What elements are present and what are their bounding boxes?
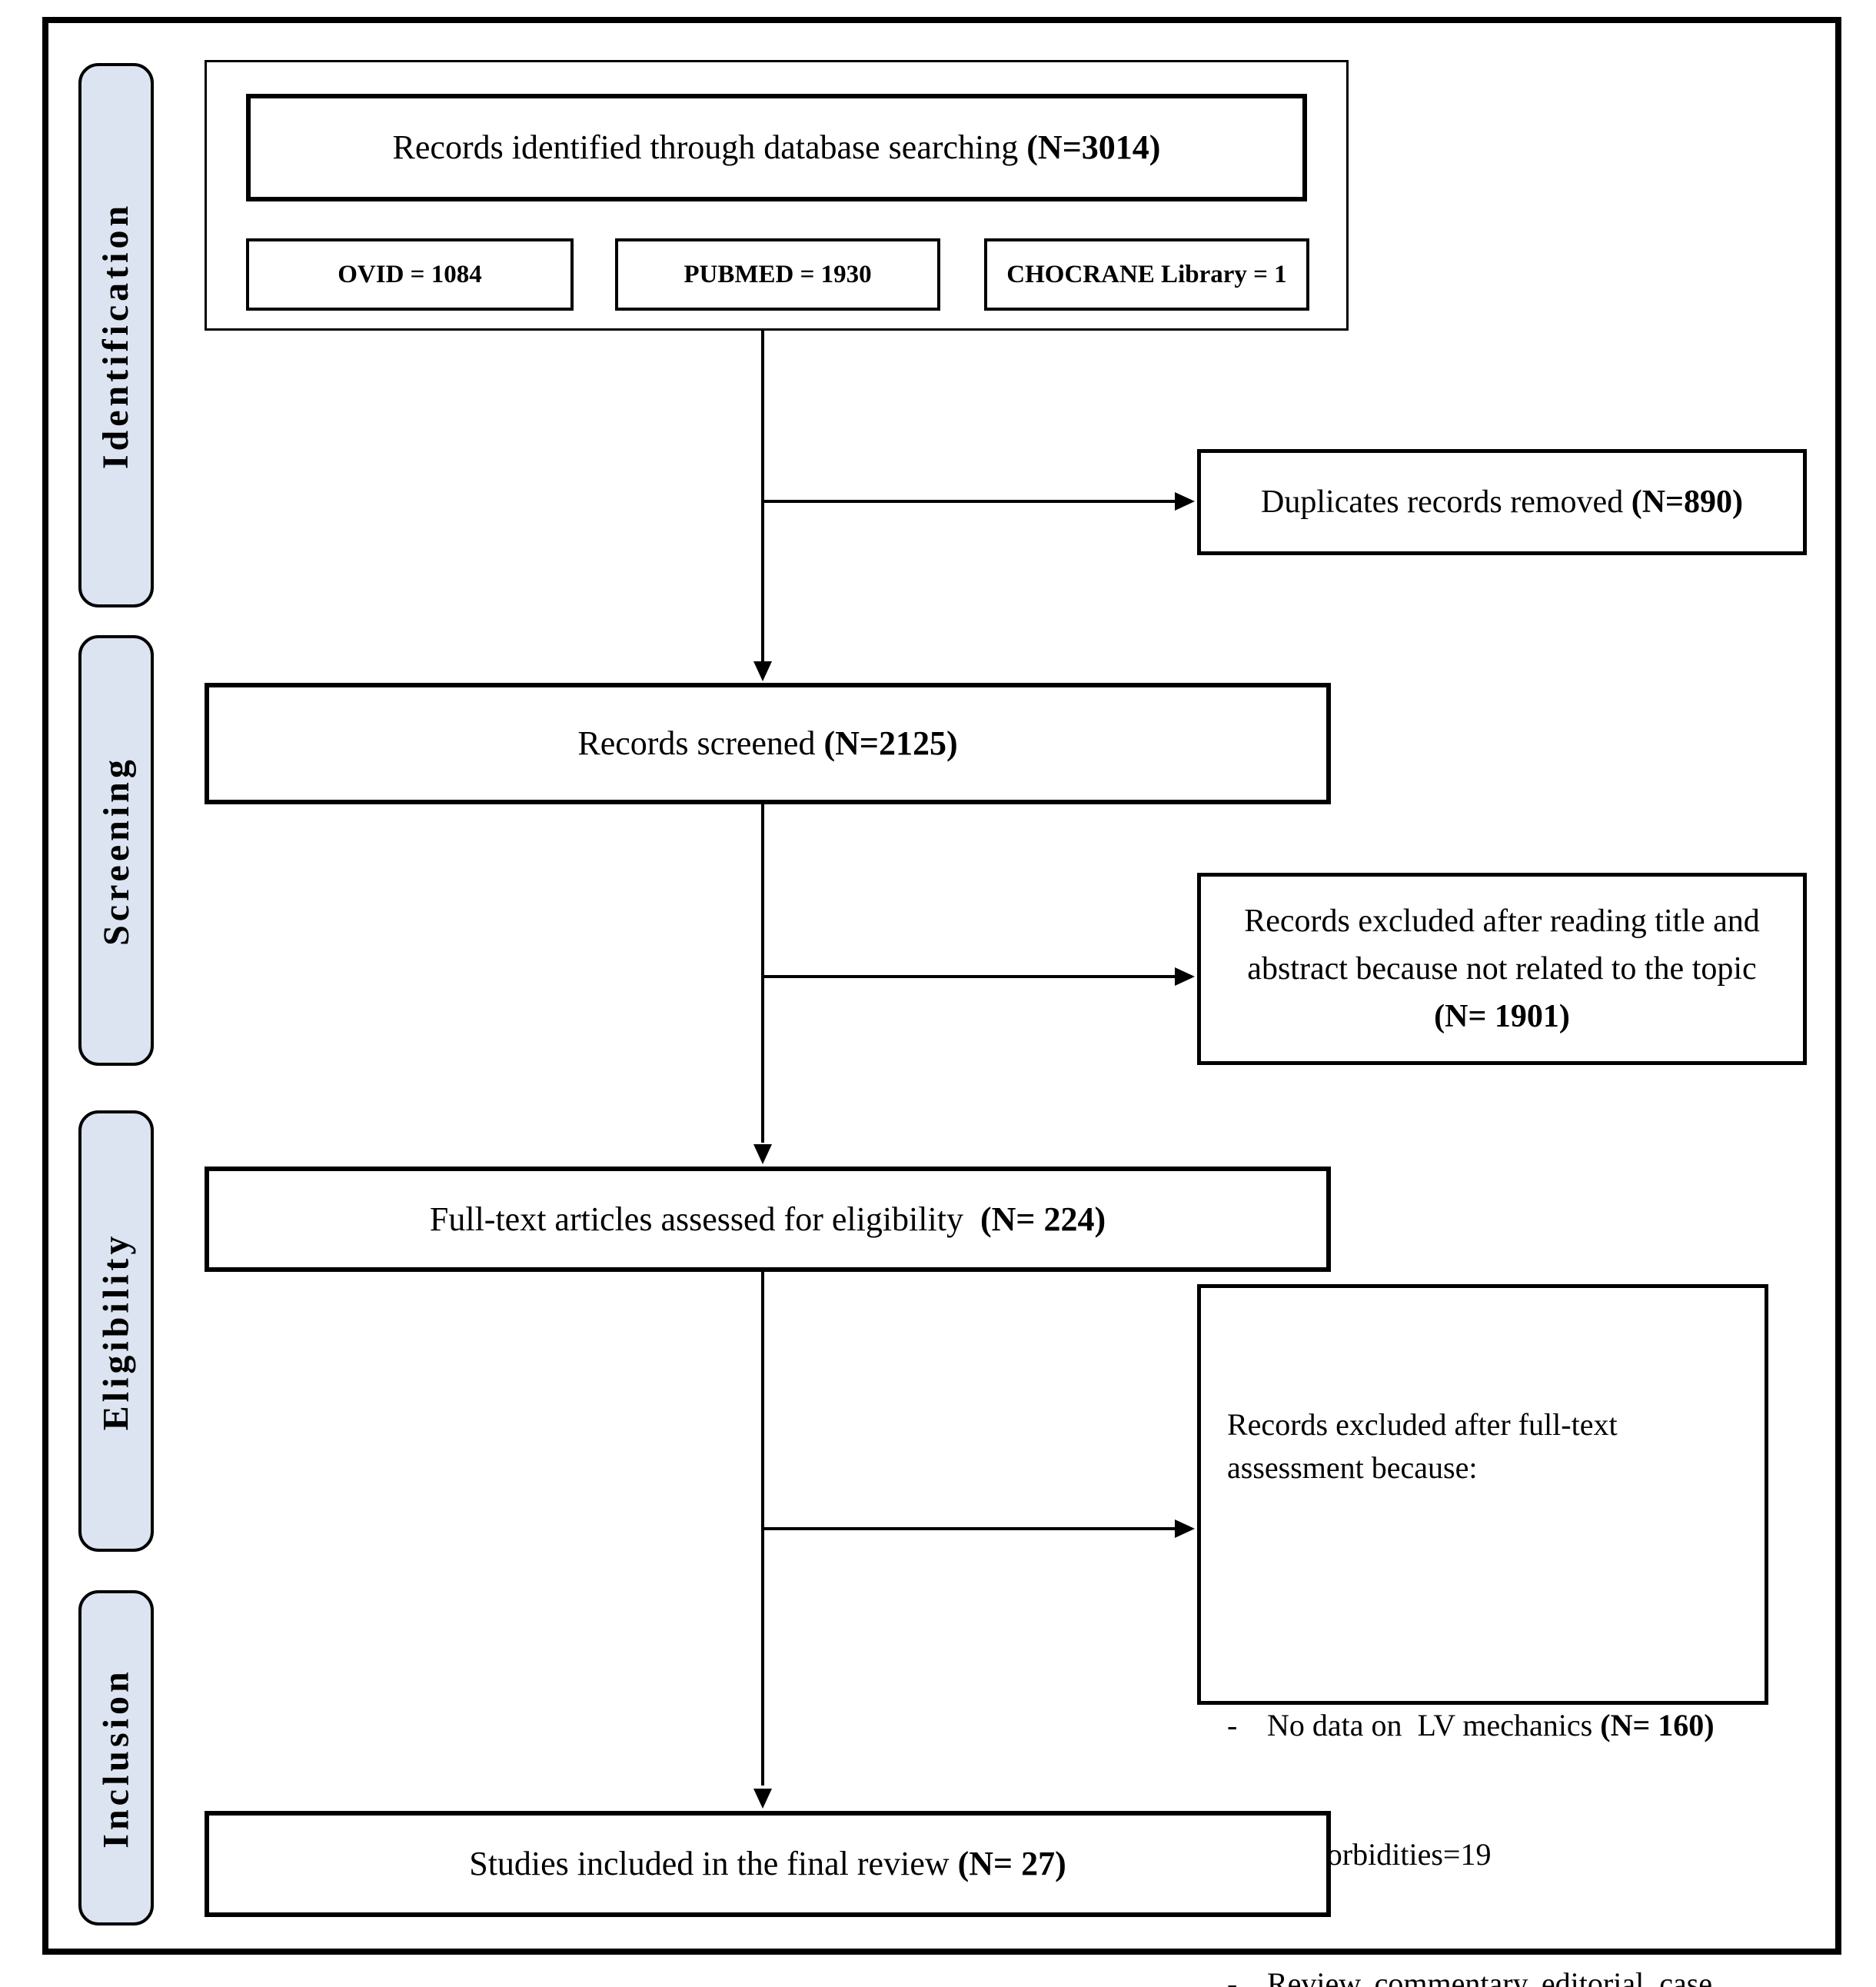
source-ovid-box: OVID = 1084	[246, 238, 574, 311]
source-cochrane-text: CHOCRANE Library = 1	[1006, 260, 1287, 288]
flow-line-screened-to-fulltext	[761, 804, 764, 1143]
arrowhead-into-excluded-fulltext	[1175, 1519, 1195, 1538]
arrowhead-into-fulltext	[753, 1144, 772, 1164]
stage-identification-label: Identification	[95, 201, 137, 469]
figure-border	[42, 17, 1841, 1955]
records-screened-text: Records screened (N=2125)	[577, 724, 958, 763]
arrowhead-into-excluded-screening	[1175, 967, 1195, 986]
stage-inclusion-label: Inclusion	[95, 1667, 137, 1849]
arrowhead-into-included	[753, 1789, 772, 1809]
duplicates-removed-text: Duplicates records removed (N=890)	[1261, 484, 1743, 520]
excluded-screening-box: Records excluded after reading title and…	[1197, 873, 1807, 1065]
stage-screening-label: Screening	[95, 755, 137, 946]
source-pubmed-box: PUBMED = 1930	[615, 238, 940, 311]
stage-identification: Identification	[78, 63, 154, 607]
source-pubmed-text: PUBMED = 1930	[684, 260, 872, 288]
excluded-bullet-lv-mechanics: - No data on LV mechanics (N= 160)	[1227, 1704, 1743, 1747]
arrowhead-into-duplicates	[1175, 492, 1195, 511]
bullet-dash: -	[1227, 1708, 1238, 1742]
excluded-screening-text: Records excluded after reading title and…	[1244, 903, 1768, 1035]
flow-line-to-excluded-fulltext	[763, 1527, 1175, 1530]
stage-inclusion: Inclusion	[78, 1590, 154, 1925]
arrowhead-into-screened	[753, 661, 772, 681]
stage-screening: Screening	[78, 635, 154, 1066]
excluded-bullet-review-types: - Review, commentary, editorial, case re…	[1227, 1962, 1743, 1987]
excluded-fulltext-heading: Records excluded after full-text assessm…	[1227, 1407, 1625, 1485]
excluded-fulltext-bullets: - No data on LV mechanics (N= 160) - Com…	[1227, 1618, 1743, 1987]
source-cochrane-box: CHOCRANE Library = 1	[984, 238, 1309, 311]
flow-line-to-excluded-screening	[763, 975, 1175, 978]
fulltext-assessed-box: Full-text articles assessed for eligibil…	[205, 1167, 1331, 1272]
records-identified-box: Records identified through database sear…	[246, 94, 1307, 201]
flow-line-identified-to-screened	[761, 331, 764, 666]
source-ovid-text: OVID = 1084	[338, 260, 482, 288]
studies-included-text: Studies included in the final review (N=…	[469, 1845, 1066, 1883]
stage-eligibility: Eligibility	[78, 1110, 154, 1552]
flow-line-to-duplicates	[763, 500, 1175, 503]
excluded-fulltext-box: Records excluded after full-text assessm…	[1197, 1284, 1768, 1987]
duplicates-removed-box: Duplicates records removed (N=890)	[1197, 449, 1807, 555]
fulltext-assessed-text: Full-text articles assessed for eligibil…	[429, 1200, 1106, 1238]
records-identified-text: Records identified through database sear…	[392, 128, 1161, 167]
studies-included-box: Studies included in the final review (N=…	[205, 1811, 1331, 1917]
stage-eligibility-label: Eligibility	[95, 1232, 137, 1430]
bullet-dash: -	[1227, 1966, 1238, 1987]
records-screened-box: Records screened (N=2125)	[205, 683, 1331, 804]
